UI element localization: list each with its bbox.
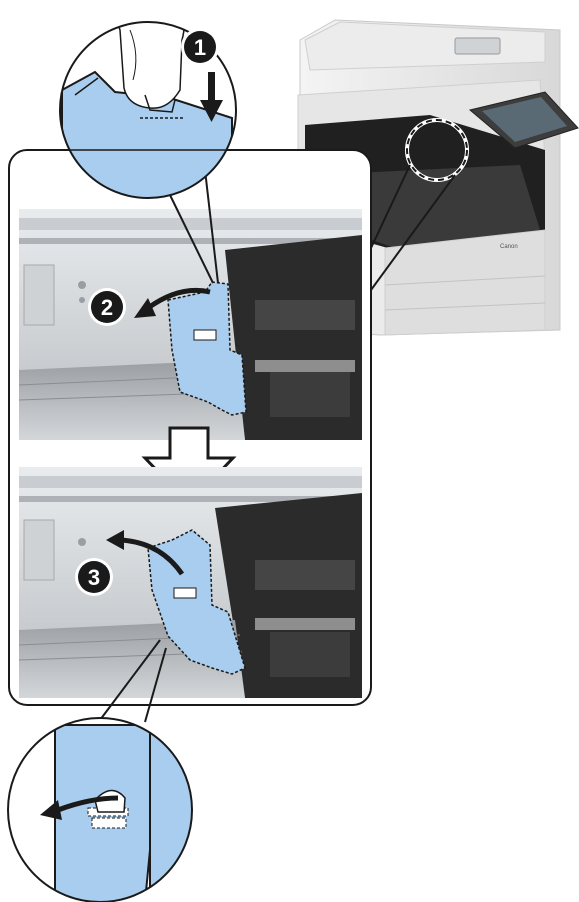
photo-panel-step-3 (19, 467, 362, 698)
step-1-number: 1 (194, 35, 206, 60)
step-1-badge: 1 (181, 28, 219, 66)
step-3-number: 3 (88, 565, 100, 590)
photo-panel-step-2 (19, 209, 362, 440)
step-2-number: 2 (101, 295, 113, 320)
printer-brand-label: Canon (500, 244, 518, 250)
step-2-badge: 2 (88, 288, 126, 326)
detail-callout-bottom (8, 718, 192, 902)
step-3-badge: 3 (75, 558, 113, 596)
